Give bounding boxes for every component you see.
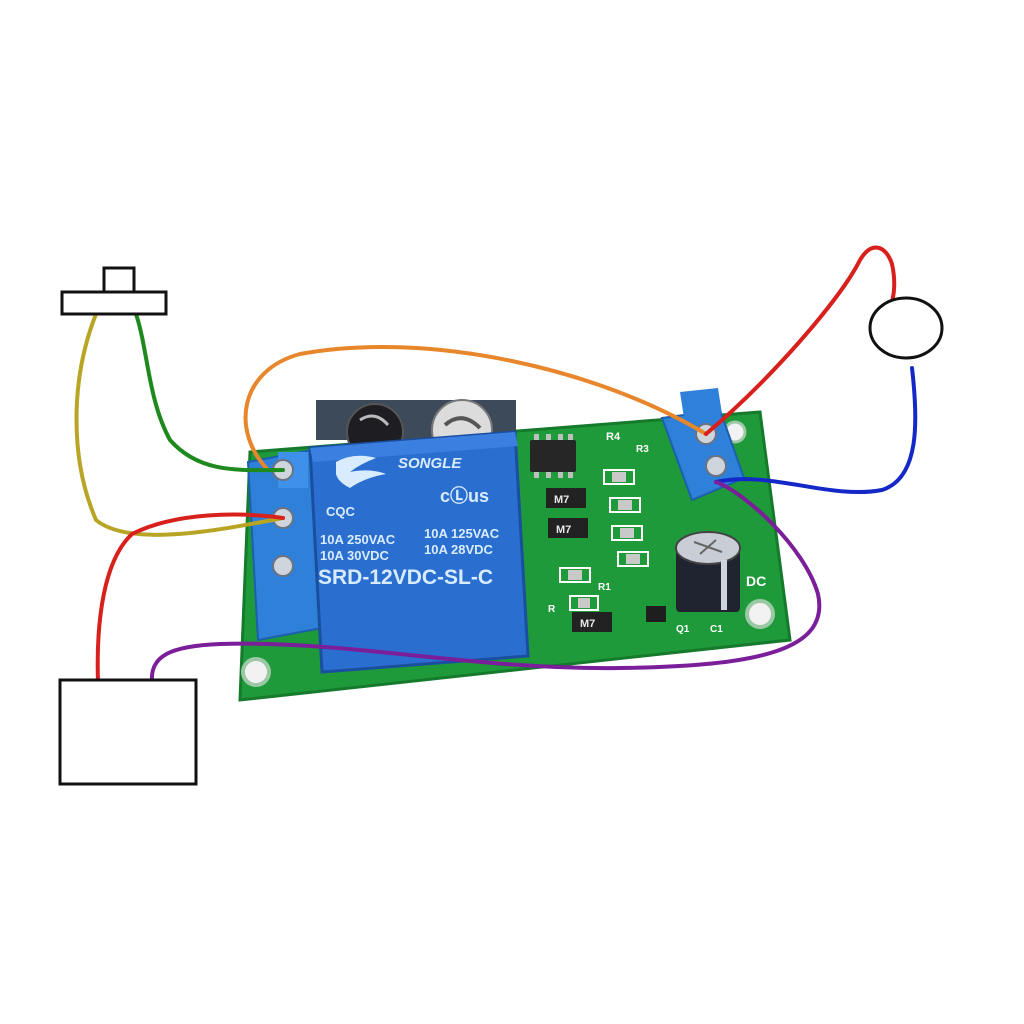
relay-brand: SONGLE — [398, 455, 462, 472]
diode — [572, 612, 612, 632]
wire-yellow — [74, 312, 285, 537]
push-button-icon — [60, 266, 168, 316]
label-r: R — [548, 604, 556, 615]
transistor-q1 — [646, 606, 666, 622]
terminal-screw[interactable] — [272, 555, 294, 577]
wire-purple — [149, 480, 822, 684]
wire-green — [134, 312, 285, 473]
ic-chip — [530, 440, 576, 472]
wire-red-upper — [704, 245, 897, 436]
label-c1: C1 — [710, 624, 723, 635]
relay-model: SRD-12VDC-SL-C — [318, 566, 493, 589]
songle-logo-icon — [336, 455, 386, 488]
wire-red-lower — [95, 512, 285, 684]
wires — [74, 245, 918, 684]
relay-ul-mark: cⓁus — [440, 485, 489, 506]
relay-component: SONGLE CQC cⓁus 10A 250VAC 10A 125VAC 10… — [308, 430, 530, 674]
capacitor-c1 — [675, 531, 741, 612]
diode-label: M7 — [580, 618, 595, 630]
relay-cqc-mark: CQC — [326, 504, 356, 519]
relay-rating-1: 10A 250VAC — [320, 532, 396, 547]
diode — [546, 488, 586, 508]
relay-rating-4: 10A 28VDC — [424, 542, 493, 557]
label-q1: Q1 — [676, 624, 690, 635]
wire-blue — [714, 366, 918, 495]
diode-label: M7 — [554, 494, 569, 506]
terminal-screw[interactable] — [705, 455, 727, 477]
label-r1: R1 — [598, 582, 611, 593]
label-r4: R4 — [606, 431, 621, 443]
mounting-hole — [241, 657, 271, 687]
diode — [548, 518, 588, 538]
relay-rating-3: 10A 30VDC — [320, 548, 389, 563]
label-dc: DC — [746, 573, 766, 589]
diode-label: M7 — [556, 524, 571, 536]
power-supply-box-icon — [58, 678, 198, 786]
relay-rating-2: 10A 125VAC — [424, 526, 500, 541]
pcb-components: M7 M7 M7 R4 R3 R1 R Q1 C1 DC — [530, 431, 766, 635]
lamp-icon — [868, 296, 944, 360]
mounting-hole — [745, 599, 775, 629]
wire-orange — [243, 344, 708, 472]
label-r3: R3 — [636, 444, 649, 455]
